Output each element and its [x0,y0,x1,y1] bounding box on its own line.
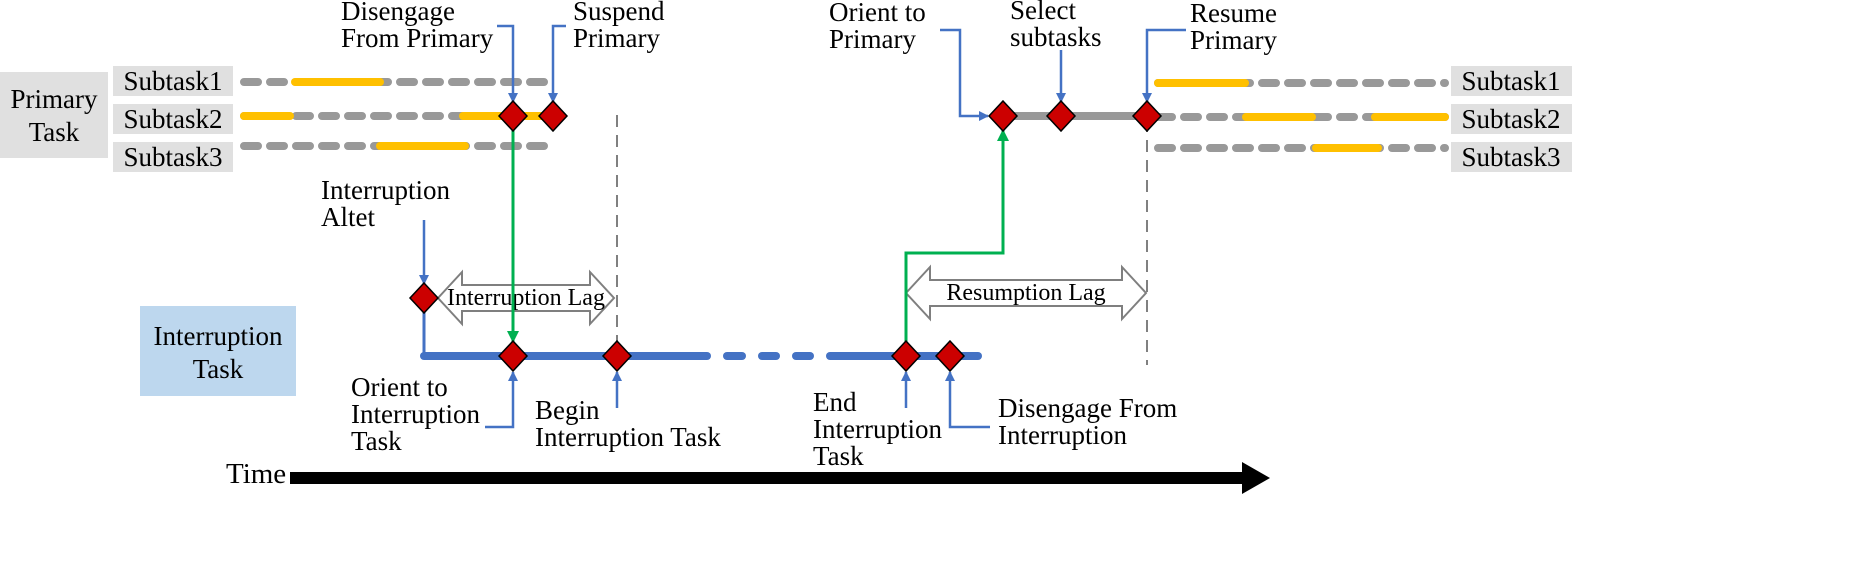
orient-interruption-label-line2: Interruption [351,399,480,429]
suspend-primary-label-line1: Suspend [573,0,665,26]
interruption-lag-arrow: Interruption Lag [436,269,616,327]
subtask3-label-right: Subtask3 [1461,142,1560,172]
end-interruption-label-line2: Interruption [813,414,942,444]
subtask2-label-right: Subtask2 [1461,104,1560,134]
resume-primary-marker [1131,99,1163,133]
switch-to-primary-arrow [904,129,1009,344]
subtask3-label-left: Subtask3 [123,142,222,172]
interruption-alert-label-line2: Altet [321,202,375,232]
orient-primary-label-line1: Orient to [829,0,926,27]
select-subtasks-label-line2: subtasks [1010,22,1102,52]
interruption-lag-label: Interruption Lag [447,285,605,311]
end-interruption-marker [890,339,922,373]
disengage-interruption-label-line2: Interruption [998,420,1127,450]
disengage-interruption-label-line1: Disengage From [998,393,1177,423]
disengage-primary-marker [497,99,529,133]
suspend-primary-marker [537,99,569,133]
primary-task-label-line2: Task [29,117,80,147]
subtask-lines-right [1154,79,1449,152]
subtask1-label-left: Subtask1 [123,66,222,96]
begin-interruption-label-line1: Begin [535,395,600,425]
orient-primary-marker [987,99,1019,133]
resume-primary-label-line1: Resume [1190,0,1277,28]
interruption-alert-marker [408,281,440,315]
subtask1-label-right: Subtask1 [1461,66,1560,96]
resumption-lag-arrow: Resumption Lag [904,264,1148,322]
resume-primary-label-line2: Primary [1190,25,1277,55]
subtask-labels-left: Subtask1 Subtask2 Subtask3 [113,66,233,172]
interruption-task-label-line2: Task [193,354,244,384]
subtask-labels-right: Subtask1 Subtask2 Subtask3 [1451,66,1572,172]
end-interruption-label-line3: Task [813,441,864,471]
event-markers [408,99,1163,373]
guide-lines [616,115,1148,365]
annotation-arrows [419,24,1186,429]
end-interruption-label-line1: End [813,387,857,417]
subtask2-label-left: Subtask2 [123,104,222,134]
disengage-primary-label-line1: Disengage [341,0,455,26]
interruption-task-label-line1: Interruption [154,321,283,351]
begin-interruption-label-line2: Interruption Task [535,422,721,452]
select-subtasks-label-line1: Select [1010,0,1076,25]
interruption-task-label: Interruption Task [140,306,296,396]
time-label: Time [226,458,286,490]
time-arrow [290,462,1270,494]
event-labels: Disengage From Primary Suspend Primary I… [321,0,1277,471]
begin-interruption-marker [601,339,633,373]
orient-interruption-marker [497,339,529,373]
primary-task-label: Primary Task [0,72,108,158]
disengage-primary-label-line2: From Primary [341,23,494,53]
orient-primary-label-line2: Primary [829,24,916,54]
resumption-lag-label: Resumption Lag [946,280,1105,306]
orient-interruption-label-line1: Orient to [351,372,448,402]
suspend-primary-label-line2: Primary [573,23,660,53]
subtask-lines-left [240,78,556,150]
disengage-interruption-marker [934,339,966,373]
primary-task-label-line1: Primary [11,84,98,114]
time-axis: Time [226,458,1270,494]
select-subtasks-marker [1045,99,1077,133]
transition-arrows [507,128,1009,344]
orient-interruption-label-line3: Task [351,426,402,456]
interruption-alert-label-line1: Interruption [321,175,450,205]
